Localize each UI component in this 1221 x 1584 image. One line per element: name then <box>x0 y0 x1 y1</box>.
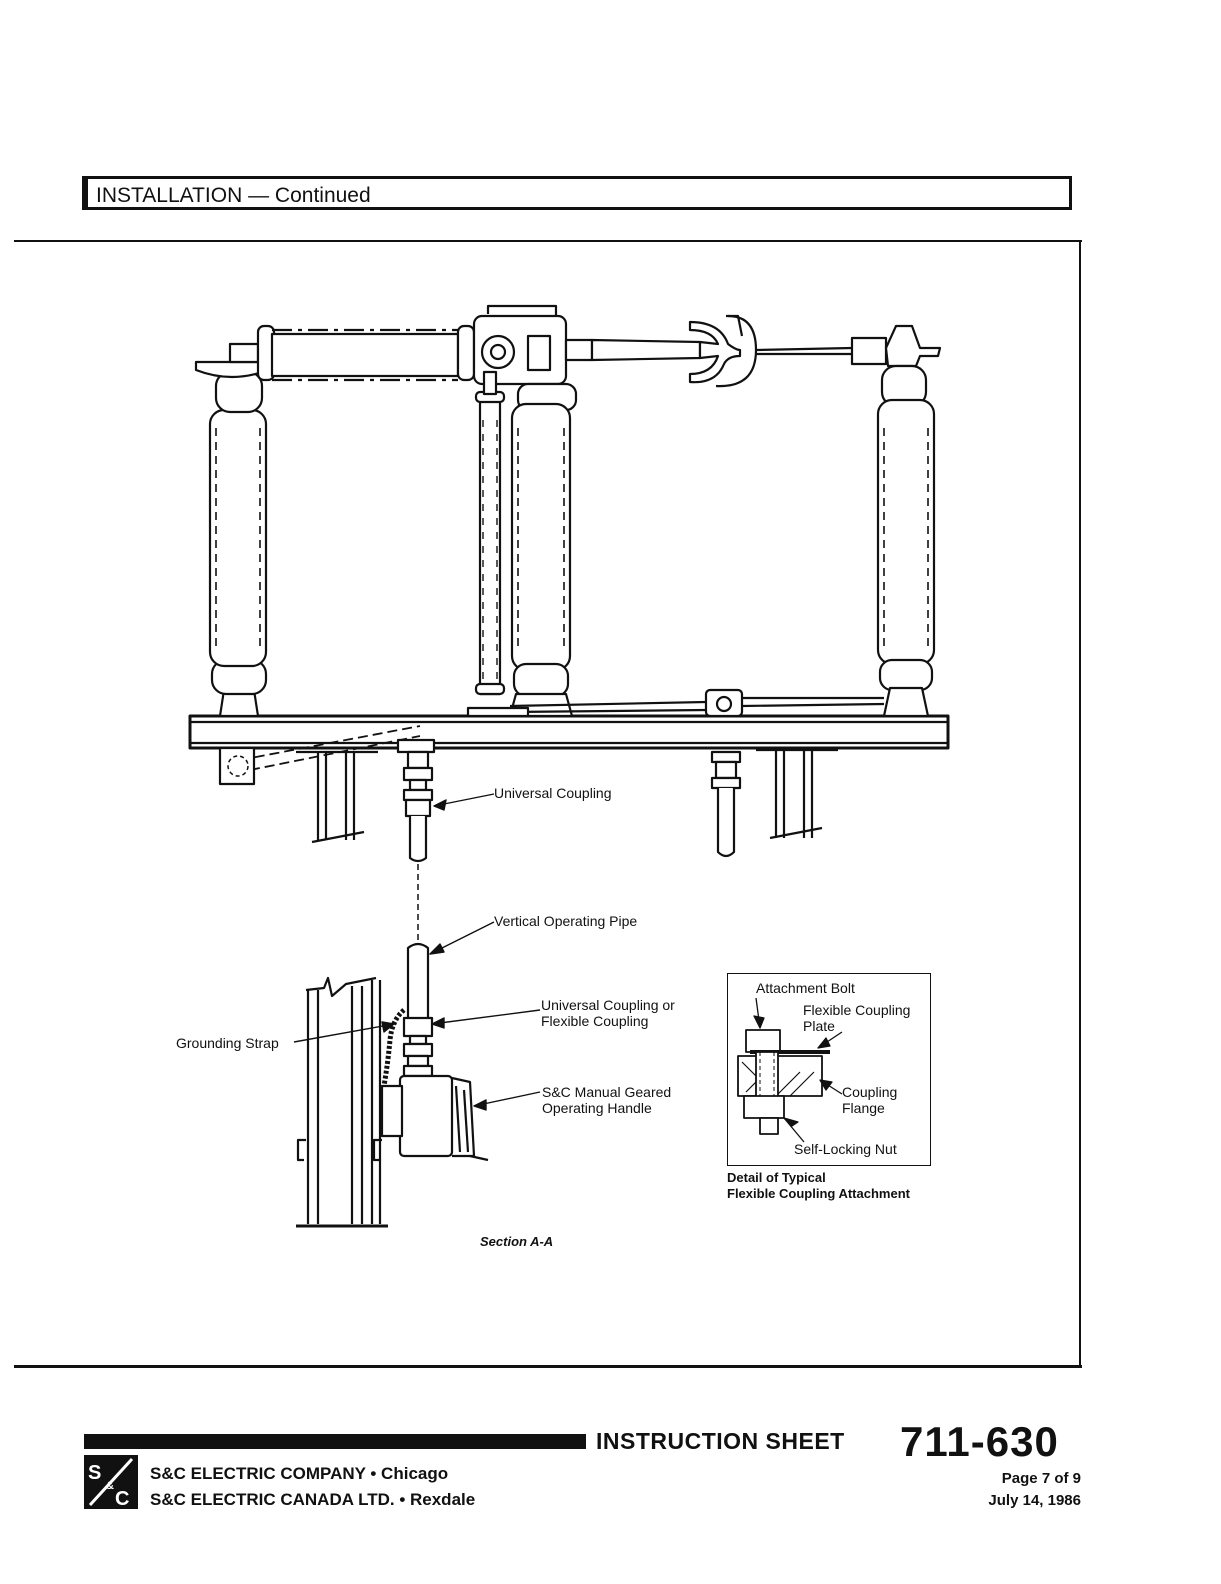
detail-leaders <box>753 997 843 1143</box>
label-universal-coupling: Universal Coupling <box>494 785 612 801</box>
figure-frame-top <box>14 240 1082 242</box>
center-hinge-assembly <box>472 304 568 386</box>
upper-universal-coupling <box>396 738 436 863</box>
crank-box <box>218 746 256 786</box>
detail-box <box>727 973 931 1166</box>
detail-label-plate-2: Plate <box>803 1018 835 1034</box>
wooden-pole <box>296 976 388 1228</box>
vertical-pipe <box>402 942 434 1078</box>
fuse-tube <box>256 324 476 382</box>
right-mounting-leg <box>756 748 838 840</box>
center-insulator <box>508 382 578 718</box>
label-handle-1: S&C Manual Geared <box>542 1084 672 1100</box>
page-number: Page 7 of 9 <box>1001 1470 1081 1487</box>
section-caption: Section A-A <box>480 1234 554 1249</box>
label-grounding-strap: Grounding Strap <box>176 1035 279 1051</box>
sheet-date: July 14, 1986 <box>988 1492 1081 1509</box>
detail-label-flange-1: Coupling <box>842 1084 898 1100</box>
label-coupling-or-flexible-1: Universal Coupling or <box>541 997 675 1013</box>
detail-caption-1: Detail of Typical <box>727 1170 826 1185</box>
detail-caption-2: Flexible Coupling Attachment <box>727 1186 910 1201</box>
base-channel <box>188 714 950 750</box>
detail-bolt-drawing <box>737 1029 830 1135</box>
label-handle-2: Operating Handle <box>542 1100 652 1116</box>
grounding-strap-drawing <box>381 1008 406 1087</box>
instruction-sheet-label: INSTRUCTION SHEET <box>596 1428 845 1454</box>
rotating-shaft <box>474 370 506 696</box>
label-vertical-operating-pipe: Vertical Operating Pipe <box>494 913 638 929</box>
svg-text:&: & <box>106 1480 114 1492</box>
company-line-chicago: S&C ELECTRIC COMPANY • Chicago <box>150 1464 449 1483</box>
sc-logo-icon: S C & <box>84 1455 138 1509</box>
label-coupling-or-flexible-2: Flexible Coupling <box>541 1013 649 1029</box>
svg-text:S: S <box>88 1462 101 1484</box>
detail-label-flange-2: Flange <box>842 1100 885 1116</box>
switch-blade <box>564 314 888 388</box>
right-insulator <box>876 324 942 718</box>
instruction-sheet-number: 711-630 <box>900 1418 1059 1465</box>
detail-label-plate-1: Flexible Coupling <box>803 1002 911 1018</box>
company-line-canada: S&C ELECTRIC CANADA LTD. • Rexdale <box>150 1490 476 1509</box>
footer-rule <box>84 1434 586 1449</box>
detail-label-nut: Self-Locking Nut <box>794 1141 897 1157</box>
section-title: INSTALLATION — Continued <box>96 184 371 207</box>
left-mounting-leg <box>296 750 378 844</box>
crank-linkage <box>239 725 421 771</box>
leader-lines <box>293 793 541 1111</box>
figure-frame-right <box>1079 240 1081 1367</box>
right-drive-shaft <box>710 750 742 858</box>
operating-handle-drawing <box>296 1074 489 1162</box>
detail-label-attachment-bolt: Attachment Bolt <box>756 980 855 996</box>
figure-frame-bottom <box>14 1365 1082 1368</box>
svg-text:C: C <box>115 1488 129 1509</box>
base-linkage <box>466 688 885 718</box>
left-insulator <box>194 342 270 718</box>
section-header: INSTALLATION — Continued <box>82 176 1072 210</box>
